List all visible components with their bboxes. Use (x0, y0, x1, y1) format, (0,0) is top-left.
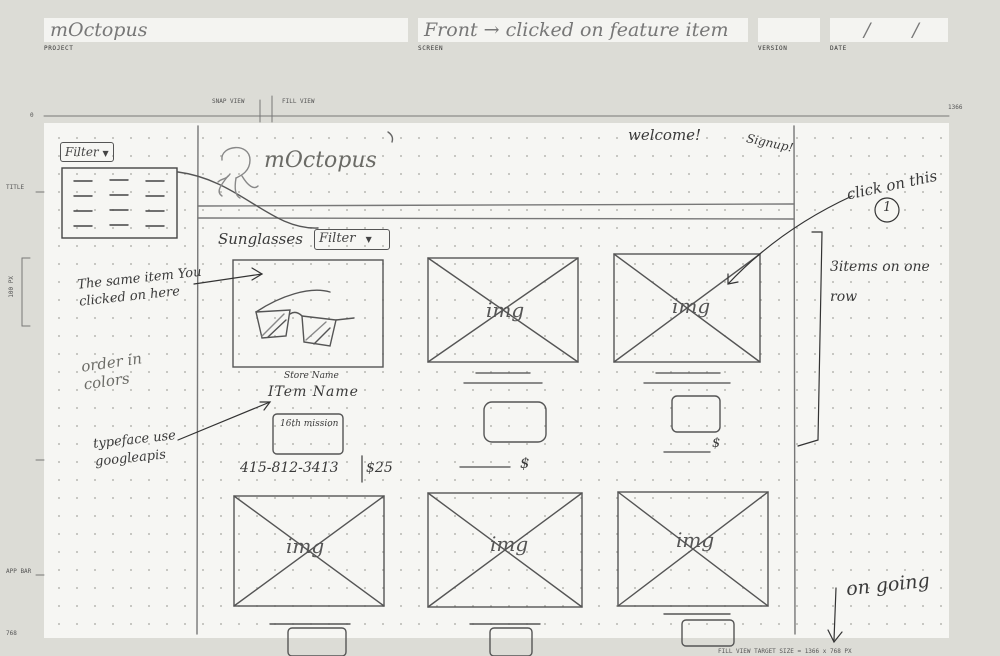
img-label-6: img (676, 528, 715, 552)
store-badge-box[interactable] (272, 413, 344, 455)
chevron-down-icon: ▼ (102, 149, 109, 158)
store-badge-text: 16th mission (280, 419, 339, 429)
img-placeholder-5[interactable] (427, 492, 583, 608)
store-badge-box-2[interactable] (483, 401, 547, 443)
version-label: VERSION (758, 45, 788, 52)
title-marker: TITLE (6, 184, 25, 191)
target-size-note: FILL VIEW TARGET SIZE = 1366 x 768 PX (718, 648, 852, 655)
side-filter-label: Filter (65, 145, 99, 159)
filter-dropdown[interactable]: Filter ▼ (314, 229, 390, 250)
app-bar-marker: APP BAR (6, 568, 32, 575)
dotted-canvas (44, 123, 949, 638)
store-name: Store Name (284, 371, 339, 381)
item-name[interactable]: ITem Name (268, 384, 359, 400)
img-label-3: img (672, 294, 711, 318)
img-placeholder-6[interactable] (617, 491, 769, 607)
cursor-mark (387, 131, 394, 143)
octopus-logo-icon (217, 146, 259, 199)
ruler-end: 1366 (948, 104, 963, 111)
side-filter-button[interactable]: Filter ▼ (60, 142, 114, 162)
screen-field[interactable]: Front → clicked on feature item (418, 18, 748, 42)
row3-stubs (269, 613, 735, 656)
date-field[interactable]: / / (830, 18, 948, 42)
img-placeholder-3[interactable] (613, 253, 761, 363)
fill-view-label: FILL VIEW (282, 98, 315, 105)
note-click-number: 1 (883, 200, 892, 215)
featured-item-box[interactable] (232, 259, 384, 368)
note-three-items: 3items on one row (830, 259, 930, 305)
side-filter-panel[interactable] (61, 167, 178, 239)
item-text-stubs (459, 372, 731, 468)
panel-connector (177, 171, 319, 229)
category-title: Sunglasses (218, 230, 303, 248)
img-placeholder-2[interactable] (427, 257, 579, 363)
project-field[interactable]: mOctopus (44, 18, 408, 42)
filter-label: Filter (319, 231, 356, 246)
store-phone: 415-812-3413 (240, 460, 339, 476)
img-label-2: img (486, 298, 525, 322)
logo-text[interactable]: mOctopus (264, 148, 377, 173)
version-field[interactable] (758, 18, 820, 42)
snap-view-label: SNAP VIEW (212, 98, 245, 105)
ruler-ticks (21, 95, 950, 576)
annotation-arrows (177, 195, 900, 644)
store-badge-box-3[interactable] (671, 395, 721, 433)
project-label: PROJECT (44, 45, 74, 52)
item-price: $25 (366, 460, 393, 476)
app-frame (196, 125, 796, 635)
img-placeholder-4[interactable] (233, 495, 385, 607)
chevron-down-icon: ▼ (365, 235, 372, 244)
price-stub-2: $ (520, 454, 530, 472)
img-label-4: img (286, 534, 325, 558)
sunglasses-icon (255, 289, 355, 347)
welcome-text: welcome! (628, 126, 702, 144)
bottom-marker: 768 (6, 630, 17, 637)
ruler-start: 0 (30, 112, 34, 119)
screen-label: SCREEN (418, 45, 444, 52)
price-stub-3: $ (712, 436, 721, 451)
date-label: DATE (830, 45, 847, 52)
img-label-5: img (490, 532, 529, 556)
px-marker: 100 PX (8, 276, 15, 298)
